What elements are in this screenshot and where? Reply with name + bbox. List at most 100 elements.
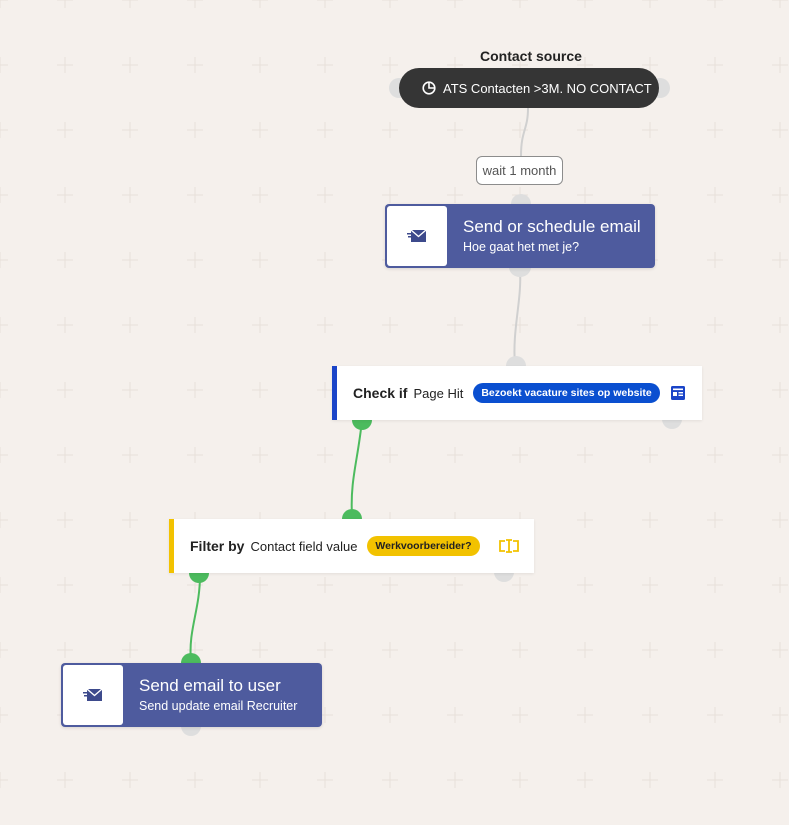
grid-cross — [187, 317, 203, 333]
grid-cross — [642, 642, 658, 658]
grid-cross — [122, 317, 138, 333]
grid-cross — [187, 252, 203, 268]
grid-cross — [317, 252, 333, 268]
grid-cross — [382, 122, 398, 138]
grid-cross — [122, 0, 138, 8]
grid-cross — [252, 577, 268, 593]
grid-cross — [0, 577, 8, 593]
grid-cross — [577, 707, 593, 723]
grid-cross — [187, 187, 203, 203]
grid-cross — [122, 57, 138, 73]
grid-cross — [772, 772, 788, 788]
grid-cross — [642, 772, 658, 788]
grid-cross — [707, 57, 723, 73]
grid-cross — [252, 317, 268, 333]
grid-cross — [772, 382, 788, 398]
grid-cross — [447, 642, 463, 658]
grid-cross — [57, 317, 73, 333]
filter-by-condition-node[interactable]: Filter by Contact field value Werkvoorbe… — [169, 519, 534, 573]
text-field-icon — [499, 538, 519, 554]
filter-by-value-badge: Werkvoorbereider? — [367, 536, 480, 556]
grid-cross — [382, 57, 398, 73]
grid-cross — [0, 57, 8, 73]
grid-cross — [252, 447, 268, 463]
check-if-condition-node[interactable]: Check if Page Hit Bezoekt vacature sites… — [332, 366, 702, 420]
wait-delay-tag[interactable]: wait 1 month — [476, 156, 563, 185]
email-node-title: Send or schedule email — [463, 217, 641, 236]
grid-cross — [642, 0, 658, 8]
send-schedule-email-node[interactable]: Send or schedule email Hoe gaat het met … — [385, 204, 655, 268]
grid-cross — [707, 317, 723, 333]
grid-cross — [122, 252, 138, 268]
grid-cross — [772, 512, 788, 528]
grid-cross — [57, 0, 73, 8]
grid-cross — [772, 642, 788, 658]
grid-cross — [707, 707, 723, 723]
grid-cross — [382, 0, 398, 8]
grid-cross — [187, 382, 203, 398]
grid-cross — [642, 317, 658, 333]
grid-cross — [317, 317, 333, 333]
grid-cross — [577, 0, 593, 8]
grid-cross — [187, 772, 203, 788]
contact-source-segment[interactable]: ATS Contacten >3M. NO CONTACT — [399, 68, 659, 108]
grid-cross — [317, 122, 333, 138]
grid-cross — [512, 447, 528, 463]
grid-cross — [0, 122, 8, 138]
grid-cross — [447, 317, 463, 333]
grid-cross — [707, 187, 723, 203]
grid-cross — [707, 382, 723, 398]
grid-cross — [317, 447, 333, 463]
grid-cross — [577, 512, 593, 528]
grid-cross — [642, 122, 658, 138]
grid-cross — [642, 447, 658, 463]
segment-pie-icon — [422, 81, 436, 95]
email-send-icon — [83, 687, 103, 703]
grid-cross — [0, 187, 8, 203]
grid-cross — [252, 252, 268, 268]
grid-cross — [122, 642, 138, 658]
grid-cross — [0, 772, 8, 788]
grid-cross — [57, 57, 73, 73]
grid-cross — [707, 122, 723, 138]
grid-cross — [577, 642, 593, 658]
grid-cross — [577, 447, 593, 463]
send-email-to-user-node[interactable]: Send email to user Send update email Rec… — [61, 663, 322, 727]
grid-cross — [447, 707, 463, 723]
filter-by-keyword: Filter by — [190, 538, 245, 554]
grid-cross — [577, 187, 593, 203]
grid-cross — [382, 317, 398, 333]
grid-cross — [447, 0, 463, 8]
grid-cross — [447, 577, 463, 593]
connector-source-wait — [520, 107, 529, 157]
grid-cross — [317, 772, 333, 788]
segment-name: ATS Contacten >3M. NO CONTACT — [443, 80, 652, 96]
grid-cross — [0, 252, 8, 268]
email-icon-box — [387, 206, 447, 266]
connector-filter-user — [189, 574, 201, 662]
grid-cross — [512, 0, 528, 8]
grid-cross — [772, 0, 788, 8]
grid-cross — [772, 447, 788, 463]
grid-cross — [187, 447, 203, 463]
grid-cross — [382, 447, 398, 463]
grid-cross — [57, 252, 73, 268]
grid-cross — [707, 252, 723, 268]
connector-check-filter — [350, 419, 363, 516]
grid-cross — [512, 577, 528, 593]
grid-cross — [707, 447, 723, 463]
grid-cross — [317, 577, 333, 593]
grid-cross — [512, 642, 528, 658]
grid-cross — [707, 0, 723, 8]
grid-cross — [772, 577, 788, 593]
grid-cross — [772, 122, 788, 138]
grid-cross — [577, 772, 593, 788]
grid-cross — [122, 447, 138, 463]
grid-cross — [772, 252, 788, 268]
grid-cross — [252, 0, 268, 8]
grid-cross — [252, 642, 268, 658]
grid-cross — [512, 707, 528, 723]
email-node-subtitle: Hoe gaat het met je? — [463, 240, 580, 254]
grid-cross — [57, 642, 73, 658]
grid-cross — [252, 122, 268, 138]
